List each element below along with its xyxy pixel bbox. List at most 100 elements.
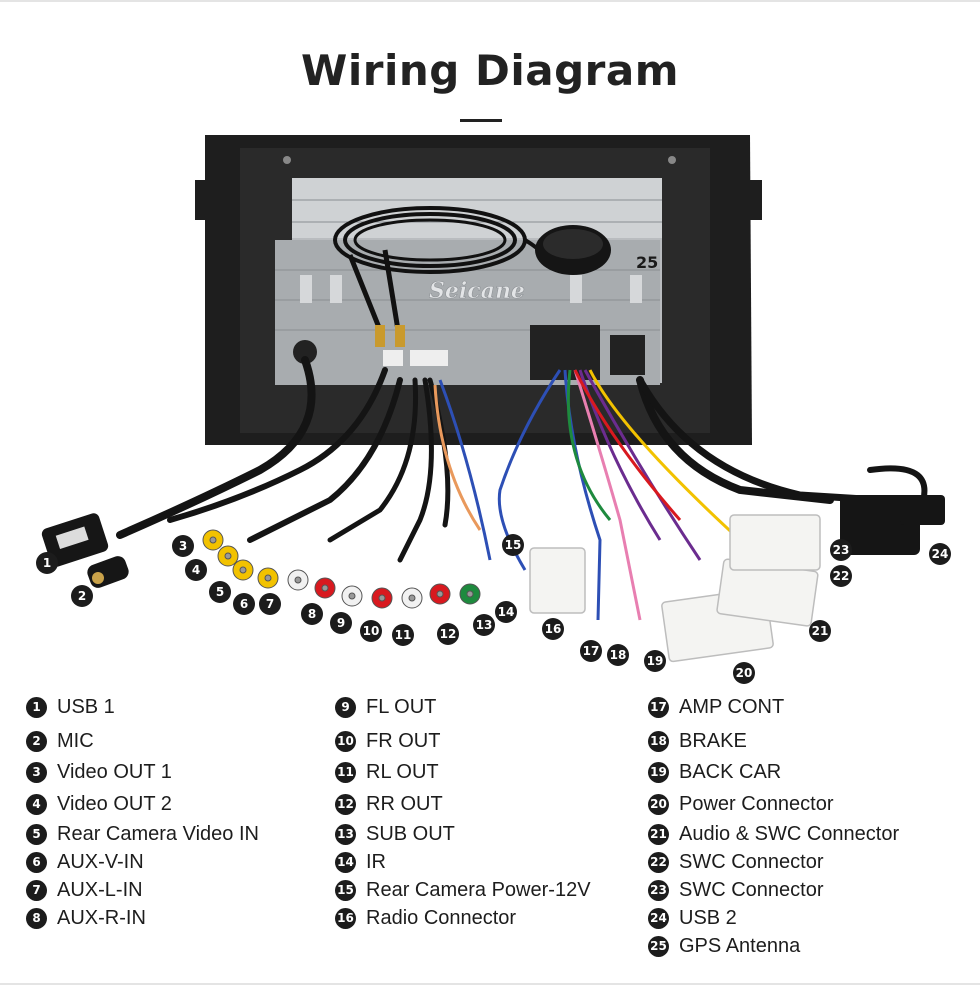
- legend-item: 11 RL OUT: [335, 759, 439, 785]
- legend-item: 4 Video OUT 2: [26, 791, 172, 817]
- legend-number-badge: 24: [648, 907, 669, 929]
- legend-number-badge: 10: [335, 730, 356, 752]
- legend-item: 13 SUB OUT: [335, 821, 455, 847]
- svg-text:22: 22: [833, 569, 850, 583]
- legend-item: 17 AMP CONT: [648, 694, 784, 720]
- legend-number-badge: 2: [26, 730, 47, 752]
- legend-label: MIC: [57, 729, 94, 752]
- svg-text:5: 5: [216, 585, 224, 599]
- legend-number-badge: 18: [648, 730, 669, 752]
- svg-text:20: 20: [736, 666, 753, 680]
- svg-text:23: 23: [833, 543, 850, 557]
- legend-label: RL OUT: [366, 760, 439, 783]
- mic-jack-icon: [87, 556, 129, 588]
- legend-label: USB 2: [679, 906, 737, 929]
- legend-number-badge: 1: [26, 696, 47, 718]
- legend-label: AUX-V-IN: [57, 850, 144, 873]
- legend-number-badge: 17: [648, 696, 669, 718]
- legend-item: 18 BRAKE: [648, 728, 747, 754]
- legend-number-badge: 20: [648, 793, 669, 815]
- bottom-border: [0, 983, 980, 985]
- legend-number-badge: 7: [26, 879, 47, 901]
- legend-label: SWC Connector: [679, 878, 824, 901]
- brand-watermark: Seicane: [429, 278, 525, 304]
- legend-label: FR OUT: [366, 729, 441, 752]
- legend-item: 5 Rear Camera Video IN: [26, 821, 259, 847]
- legend-label: Video OUT 2: [57, 792, 172, 815]
- legend-label: Power Connector: [679, 792, 834, 815]
- legend-number-badge: 9: [335, 696, 356, 718]
- legend-number-badge: 22: [648, 851, 669, 873]
- page-title: Wiring Diagram: [301, 46, 679, 95]
- legend-number-badge: 5: [26, 823, 47, 845]
- svg-text:18: 18: [610, 648, 627, 662]
- legend-label: RR OUT: [366, 792, 443, 815]
- legend-label: IR: [366, 850, 386, 873]
- legend-label: BACK CAR: [679, 760, 782, 783]
- svg-text:12: 12: [440, 627, 457, 641]
- gps-antenna: [333, 206, 611, 347]
- svg-text:13: 13: [476, 618, 493, 632]
- rca-plug-icon: [202, 529, 481, 609]
- svg-text:14: 14: [498, 605, 515, 619]
- legend-label: BRAKE: [679, 729, 747, 752]
- legend-number-badge: 12: [335, 793, 356, 815]
- usb-port-icon: [41, 513, 109, 567]
- legend-number-badge: 23: [648, 879, 669, 901]
- svg-text:8: 8: [308, 607, 316, 621]
- legend-item: 23 SWC Connector: [648, 877, 824, 903]
- legend-item: 9 FL OUT: [335, 694, 436, 720]
- legend-label: Rear Camera Power-12V: [366, 878, 591, 901]
- top-border: [0, 0, 980, 2]
- legend-item: 24 USB 2: [648, 905, 737, 931]
- legend-number-badge: 13: [335, 823, 356, 845]
- svg-text:9: 9: [337, 616, 345, 630]
- legend-label: USB 1: [57, 695, 115, 718]
- legend-item: 20 Power Connector: [648, 791, 834, 817]
- legend-label: AUX-R-IN: [57, 906, 146, 929]
- svg-text:7: 7: [266, 597, 274, 611]
- svg-text:11: 11: [395, 628, 412, 642]
- svg-text:10: 10: [363, 624, 380, 638]
- legend-number-badge: 3: [26, 761, 47, 783]
- legend-item: 22 SWC Connector: [648, 849, 824, 875]
- legend-label: Audio & SWC Connector: [679, 822, 900, 845]
- legend-label: Radio Connector: [366, 906, 517, 929]
- legend-item: 15 Rear Camera Power-12V: [335, 877, 591, 903]
- svg-text:2: 2: [78, 589, 86, 603]
- wiring-photo: Seicane: [36, 135, 951, 684]
- svg-text:24: 24: [932, 547, 949, 561]
- legend-item: 14 IR: [335, 849, 386, 875]
- legend-item: 21 Audio & SWC Connector: [648, 821, 899, 847]
- legend-number-badge: 14: [335, 851, 356, 873]
- legend-item: 12 RR OUT: [335, 791, 443, 817]
- svg-text:1: 1: [43, 556, 51, 570]
- svg-text:4: 4: [192, 563, 200, 577]
- legend-label: Rear Camera Video IN: [57, 822, 259, 845]
- callouts: 1 2 3 4 5 6 7 8 9 10 11 12 13 14 15 16 1…: [36, 253, 951, 684]
- legend-number-badge: 6: [26, 851, 47, 873]
- legend-number-badge: 15: [335, 879, 356, 901]
- legend-label: GPS Antenna: [679, 934, 801, 957]
- legend-number-badge: 4: [26, 793, 47, 815]
- legend-item: 10 FR OUT: [335, 728, 440, 754]
- legend-item: 6 AUX-V-IN: [26, 849, 144, 875]
- svg-text:16: 16: [545, 622, 562, 636]
- legend-label: SUB OUT: [366, 822, 455, 845]
- connector-plug-icon: [529, 514, 821, 663]
- legend-number-badge: 11: [335, 761, 356, 783]
- legend-item: 2 MIC: [26, 728, 94, 754]
- legend-label: FL OUT: [366, 695, 437, 718]
- legend-number-badge: 19: [648, 761, 669, 783]
- svg-text:25: 25: [636, 253, 658, 272]
- legend-item: 19 BACK CAR: [648, 759, 781, 785]
- legend-number-badge: 21: [648, 823, 669, 845]
- svg-text:6: 6: [240, 597, 248, 611]
- svg-text:19: 19: [647, 654, 664, 668]
- legend-label: SWC Connector: [679, 850, 824, 873]
- legend-label: AMP CONT: [679, 695, 785, 718]
